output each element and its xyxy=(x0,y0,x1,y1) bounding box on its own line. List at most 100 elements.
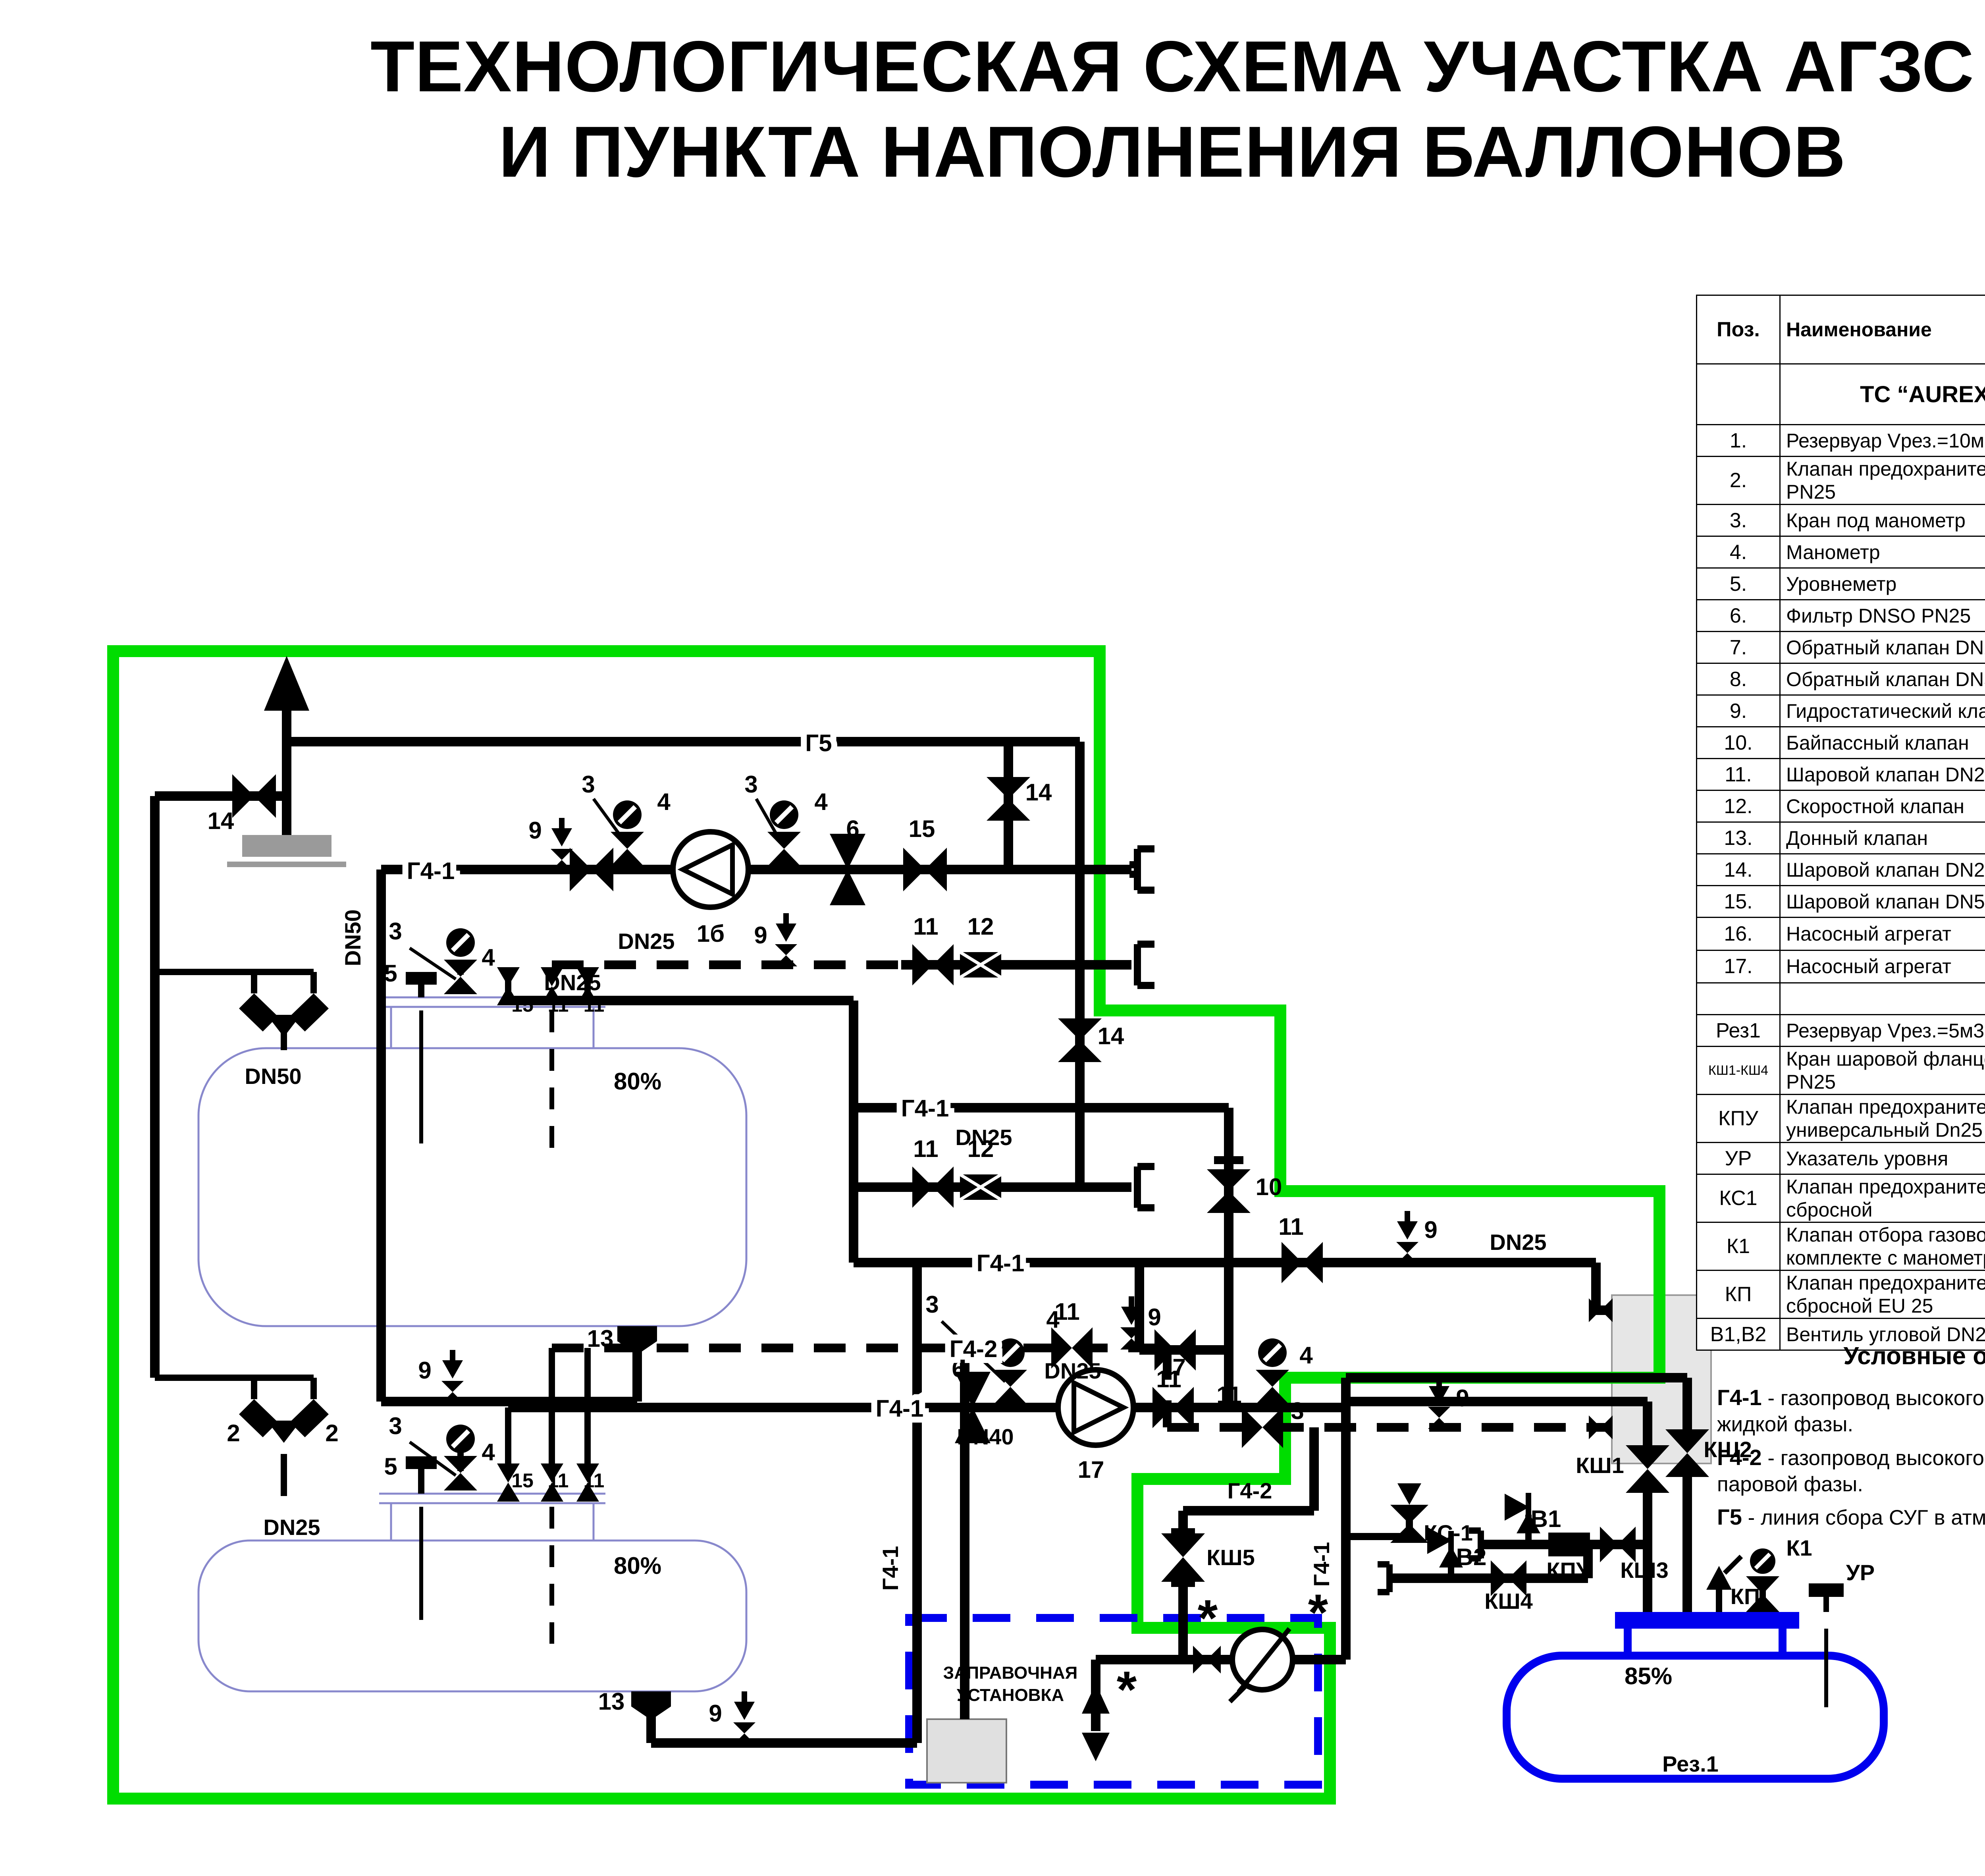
diagram-label: В1 xyxy=(1531,1506,1561,1532)
table-cell: Обратный клапан DN50 PN25 xyxy=(1779,663,1985,696)
table-row: 10.Байпассный клапан1B166 Corken xyxy=(1696,726,1985,759)
diagram-label: В2 xyxy=(1456,1544,1487,1570)
group-title: ТС “AUREX LPG” xyxy=(1779,363,1985,425)
table-cell: УР xyxy=(1696,1142,1781,1175)
tank-2-outline xyxy=(197,1539,748,1693)
diagram-label: 80% xyxy=(614,1552,661,1579)
pipes-vapor-dashed xyxy=(552,960,1613,1432)
table-cell: 6. xyxy=(1696,599,1781,632)
table-cell: 17. xyxy=(1696,949,1781,983)
table-cell: Шаровой клапан DN25 PN25 xyxy=(1779,853,1985,886)
table-cell: Насосный агрегат xyxy=(1779,917,1985,951)
level-gauge-icon xyxy=(406,972,1844,1620)
diagram-label: * xyxy=(1198,1589,1218,1647)
table-cell: Обратный клапан DN25 PN25 xyxy=(1779,631,1985,664)
kp-valve-icon xyxy=(1706,1554,1743,1590)
table-cell: Манометр xyxy=(1779,536,1985,569)
diagram-label: 12 xyxy=(967,1136,994,1162)
diagram-label: Г4-2 xyxy=(950,1336,998,1362)
col-header-name: Наименование xyxy=(1779,295,1985,364)
table-row: 12.Скоростной клапан2Fisher xyxy=(1696,790,1985,823)
diagram-label: КПУ xyxy=(1546,1558,1590,1583)
pump-symbols xyxy=(670,829,1295,1704)
diagram-label: Г4-1 xyxy=(407,858,455,884)
table-cell: КПУ xyxy=(1696,1094,1781,1143)
legend: Условные обозначения: Г4-1 - газопровод … xyxy=(1717,1342,1985,1537)
diagram-label: Г4-2 xyxy=(1228,1478,1272,1503)
diagram-label: Г5 xyxy=(805,730,832,756)
diagram-label: 15 xyxy=(511,994,534,1016)
legend-item: Г4-1 - газопровод высокого давления I ка… xyxy=(1717,1385,1985,1436)
equipment-table: Поз. Наименование Кол. Прим. ТС “AUREX L… xyxy=(1696,295,1985,1351)
diagram-label: 9 xyxy=(709,1700,722,1727)
diagram-label: Г4-1 xyxy=(901,1095,949,1122)
legend-item: Г5 - линия сбора СУГ в атмосферу. xyxy=(1717,1504,1985,1529)
diagram-label: 15 xyxy=(909,816,935,842)
table-cell: 16. xyxy=(1696,917,1781,951)
table-row: 1.Резервуар Vрез.=10м3; P=1,6МПа2 xyxy=(1696,424,1985,457)
diagram-label: 10 xyxy=(1256,1174,1282,1200)
manometer-symbols xyxy=(444,800,1775,1574)
table-header-row: Поз. Наименование Кол. Прим. xyxy=(1696,295,1985,364)
diagram-label: * xyxy=(1117,1660,1137,1718)
diagram-label: 80% xyxy=(614,1068,661,1095)
diagram-label: DN25 xyxy=(955,1125,1012,1150)
diagram-label: 14 xyxy=(208,808,234,834)
diagram-label: 4 xyxy=(657,789,671,815)
diagram-label: DN25 xyxy=(618,929,675,954)
diagram-label: 3 xyxy=(925,1291,939,1318)
diagram-label: DN25 xyxy=(544,970,601,995)
table-row: 5.Уровнеметр2Сенсор xyxy=(1696,567,1985,600)
diagram-label: 1б xyxy=(697,920,725,947)
table-cell: 1. xyxy=(1696,424,1781,457)
diagram-label: 3 xyxy=(582,771,595,798)
diagram-label: Г4-1 xyxy=(977,1250,1025,1276)
pipes-solid xyxy=(150,708,1829,1748)
diagram-label: КШ3 xyxy=(1620,1558,1669,1583)
rez1-tank xyxy=(1503,1612,1888,1783)
diagram-label: 4 xyxy=(1299,1342,1313,1369)
table-group-row: ТС “AUREX LPG” xyxy=(1696,363,1985,425)
table-row xyxy=(1696,982,1985,1015)
table-cell: Шаровой клапан DN25 PN25 xyxy=(1779,758,1985,791)
diagram-label: ЗАПРАВОЧНАЯ xyxy=(943,1663,1078,1683)
table-row: 16. Насосный агрегат1Corken Z 2000 xyxy=(1696,917,1985,951)
table-cell: 8. xyxy=(1696,663,1781,696)
table-cell: Гидростатический клапан xyxy=(1779,694,1985,727)
diagram-label: КШ1 xyxy=(1576,1453,1624,1478)
table-cell: Донный клапан xyxy=(1779,821,1985,854)
diagram-label: 85% xyxy=(1625,1663,1672,1689)
diagram-label: DN25 xyxy=(263,1515,320,1540)
diagram-label: 11 xyxy=(913,1136,938,1162)
diagram-label: DN50 xyxy=(340,909,365,966)
table-cell: Клапан предохранительный универсальный D… xyxy=(1779,1094,1985,1143)
table-cell: 2. xyxy=(1696,456,1781,505)
diagram-label: 9 xyxy=(418,1357,431,1384)
diagram-label: * xyxy=(1308,1583,1328,1641)
diagram-label: 11 xyxy=(1156,1366,1181,1392)
diagram-label: 11 xyxy=(548,994,569,1016)
table-row: Рез1 Резервуар Vрез.=5м3; P=1,0МПа1 xyxy=(1696,1014,1985,1047)
diagram-label: КШ4 xyxy=(1484,1589,1533,1614)
table-row: 8.Обратный клапан DN50 PN251Gestra xyxy=(1696,663,1985,696)
diagram-label: 11 xyxy=(584,994,605,1016)
diagram-label: Г4-1 xyxy=(878,1546,903,1591)
diagram-label: 13 xyxy=(587,1325,614,1352)
diagram-label: 15 xyxy=(511,1469,534,1492)
table-cell: 3. xyxy=(1696,504,1781,537)
table-cell: Кран шаровой фланцевый DN25 PN25 xyxy=(1779,1046,1985,1095)
diagram-label: 2 xyxy=(325,1420,338,1446)
diagram-label: УСТАНОВКА xyxy=(957,1685,1064,1705)
table-cell: Резервуар Vрез.=10м3; P=1,6МПа xyxy=(1779,424,1985,457)
diagram-label: Рез.1 xyxy=(1662,1751,1719,1776)
table-cell: 7. xyxy=(1696,631,1781,664)
